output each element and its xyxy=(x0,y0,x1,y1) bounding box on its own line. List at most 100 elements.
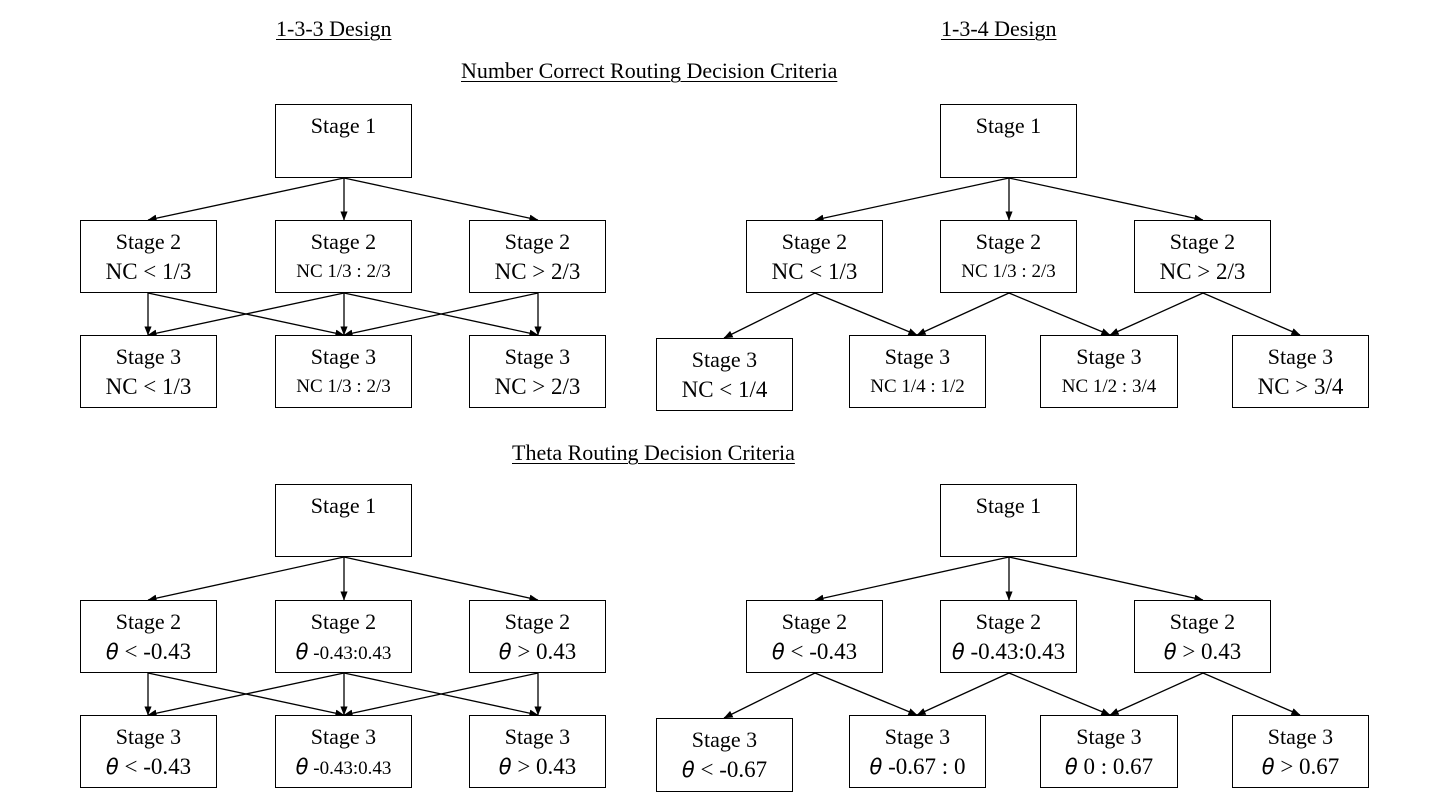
stage-label: Stage 3 xyxy=(504,344,571,369)
nc134-stage3-q3-box: Stage 3 NC 1/2 : 3/4 xyxy=(1040,335,1178,408)
arrow xyxy=(723,292,816,339)
stage-label: Stage 3 xyxy=(1267,344,1334,369)
theta-symbol: θ xyxy=(295,755,309,779)
nc134-stage2-low-box: Stage 2 NC < 1/3 xyxy=(746,220,883,293)
nc-section-heading: Number Correct Routing Decision Criteria xyxy=(461,58,838,83)
routing-criterion: -0.43:0.43 xyxy=(313,643,392,664)
routing-criterion: NC < 1/3 xyxy=(105,259,192,284)
th133-stage1-box: Stage 1 xyxy=(275,484,412,557)
nc133-stage3-high-box: Stage 3 NC > 2/3 xyxy=(469,335,606,408)
theta-symbol: θ xyxy=(498,640,512,664)
nc134-stage3-q2-box: Stage 3 NC 1/4 : 1/2 xyxy=(849,335,986,408)
stage-label: Stage 3 xyxy=(1076,724,1142,749)
th134-stage2-high-box: Stage 2 θ > 0.43 xyxy=(1134,600,1271,673)
nc133-stage2-low-box: Stage 2 NC < 1/3 xyxy=(80,220,217,293)
routing-criterion: < -0.43 xyxy=(124,754,192,779)
routing-criterion: -0.67 : 0 xyxy=(888,754,966,779)
arrow xyxy=(1109,672,1204,716)
nc133-stage2-high-box: Stage 2 NC > 2/3 xyxy=(469,220,606,293)
stage-label: Stage 1 xyxy=(310,113,377,138)
routing-criterion: > 0.43 xyxy=(517,754,577,779)
theta-symbol: θ xyxy=(295,640,309,664)
stage-label: Stage 3 xyxy=(1076,344,1142,369)
arrow xyxy=(1202,672,1301,716)
th134-stage3-q4-box: Stage 3 θ > 0.67 xyxy=(1232,715,1369,788)
nc133-stage1-box: Stage 1 xyxy=(275,104,412,178)
routing-criterion: NC 1/3 : 2/3 xyxy=(296,376,391,397)
stage-label: Stage 2 xyxy=(504,229,571,254)
stage-label: Stage 2 xyxy=(781,609,848,634)
routing-criterion: > 0.43 xyxy=(517,639,577,664)
th133-stage3-mid-box: Stage 3 θ -0.43:0.43 xyxy=(275,715,412,788)
stage-label: Stage 3 xyxy=(884,724,951,749)
arrow xyxy=(147,672,345,717)
routing-criterion: < -0.67 xyxy=(700,757,768,782)
nc133-stage3-mid-box: Stage 3 NC 1/3 : 2/3 xyxy=(275,335,412,408)
stage-label: Stage 3 xyxy=(310,724,377,749)
th134-stage3-q1-box: Stage 3 θ < -0.67 xyxy=(656,718,793,792)
th133-stage2-mid-box: Stage 2 θ -0.43:0.43 xyxy=(275,600,412,673)
theta-symbol: θ xyxy=(105,640,119,664)
theta-symbol: θ xyxy=(869,755,883,779)
stage-label: Stage 2 xyxy=(504,609,571,634)
arrow xyxy=(343,556,539,602)
stage-label: Stage 2 xyxy=(310,229,377,254)
stage-label: Stage 3 xyxy=(884,344,951,369)
arrow xyxy=(1008,556,1204,602)
theta-symbol: θ xyxy=(1064,755,1078,779)
nc134-stage2-mid-box: Stage 2 NC 1/3 : 2/3 xyxy=(940,220,1077,293)
th134-stage2-low-box: Stage 2 θ < -0.43 xyxy=(746,600,883,673)
theta-symbol: θ xyxy=(498,755,512,779)
th133-stage3-high-box: Stage 3 θ > 0.43 xyxy=(469,715,606,788)
stage-label: Stage 2 xyxy=(781,229,848,254)
arrow xyxy=(723,672,816,719)
design-134-heading: 1-3-4 Design xyxy=(941,16,1057,41)
theta-symbol: θ xyxy=(771,640,785,664)
nc133-stage2-mid-box: Stage 2 NC 1/3 : 2/3 xyxy=(275,220,412,293)
arrow xyxy=(147,177,345,222)
nc134-stage3-q1-box: Stage 3 NC < 1/4 xyxy=(656,338,793,411)
theta-symbol: θ xyxy=(105,755,119,779)
stage-label: Stage 1 xyxy=(310,493,377,518)
stage-label: Stage 3 xyxy=(691,347,758,372)
nc134-stage3-q4-box: Stage 3 NC > 3/4 xyxy=(1232,335,1369,408)
routing-criterion: NC < 1/3 xyxy=(105,374,192,399)
arrow xyxy=(814,177,1010,222)
th133-stage2-high-box: Stage 2 θ > 0.43 xyxy=(469,600,606,673)
stage-label: Stage 3 xyxy=(1267,724,1334,749)
stage-label: Stage 3 xyxy=(115,344,182,369)
theta-symbol: θ xyxy=(951,640,965,664)
arrow xyxy=(343,177,539,222)
stage-label: Stage 3 xyxy=(691,727,758,752)
arrow xyxy=(1202,292,1301,336)
arrow xyxy=(1008,292,1111,336)
arrow xyxy=(814,556,1010,602)
routing-criterion: NC > 2/3 xyxy=(494,259,581,284)
th134-stage1-box: Stage 1 xyxy=(940,484,1077,557)
stage-label: Stage 2 xyxy=(975,229,1042,254)
routing-criterion: < -0.43 xyxy=(790,639,858,664)
stage-label: Stage 1 xyxy=(975,493,1042,518)
routing-criterion: NC < 1/4 xyxy=(681,377,768,402)
th134-stage3-q2-box: Stage 3 θ -0.67 : 0 xyxy=(849,715,986,788)
routing-criterion: > 0.43 xyxy=(1182,639,1242,664)
nc134-stage1-box: Stage 1 xyxy=(940,104,1077,178)
routing-criterion: NC 1/3 : 2/3 xyxy=(296,261,391,282)
arrow xyxy=(343,292,539,337)
stage-label: Stage 3 xyxy=(504,724,571,749)
arrow xyxy=(1008,672,1111,716)
nc134-stage2-high-box: Stage 2 NC > 2/3 xyxy=(1134,220,1271,293)
th134-stage2-mid-box: Stage 2 θ -0.43:0.43 xyxy=(940,600,1077,673)
arrow xyxy=(343,672,539,717)
routing-criterion: < -0.43 xyxy=(124,639,192,664)
routing-criterion: -0.43:0.43 xyxy=(313,758,392,779)
stage-label: Stage 2 xyxy=(1169,229,1236,254)
arrow xyxy=(1109,292,1204,336)
stage-label: Stage 2 xyxy=(115,609,182,634)
routing-criterion: NC > 3/4 xyxy=(1257,374,1344,399)
th134-stage3-q3-box: Stage 3 θ 0 : 0.67 xyxy=(1040,715,1178,788)
arrow xyxy=(147,292,345,337)
routing-criterion: NC < 1/3 xyxy=(771,259,858,284)
theta-section-heading: Theta Routing Decision Criteria xyxy=(512,440,795,465)
